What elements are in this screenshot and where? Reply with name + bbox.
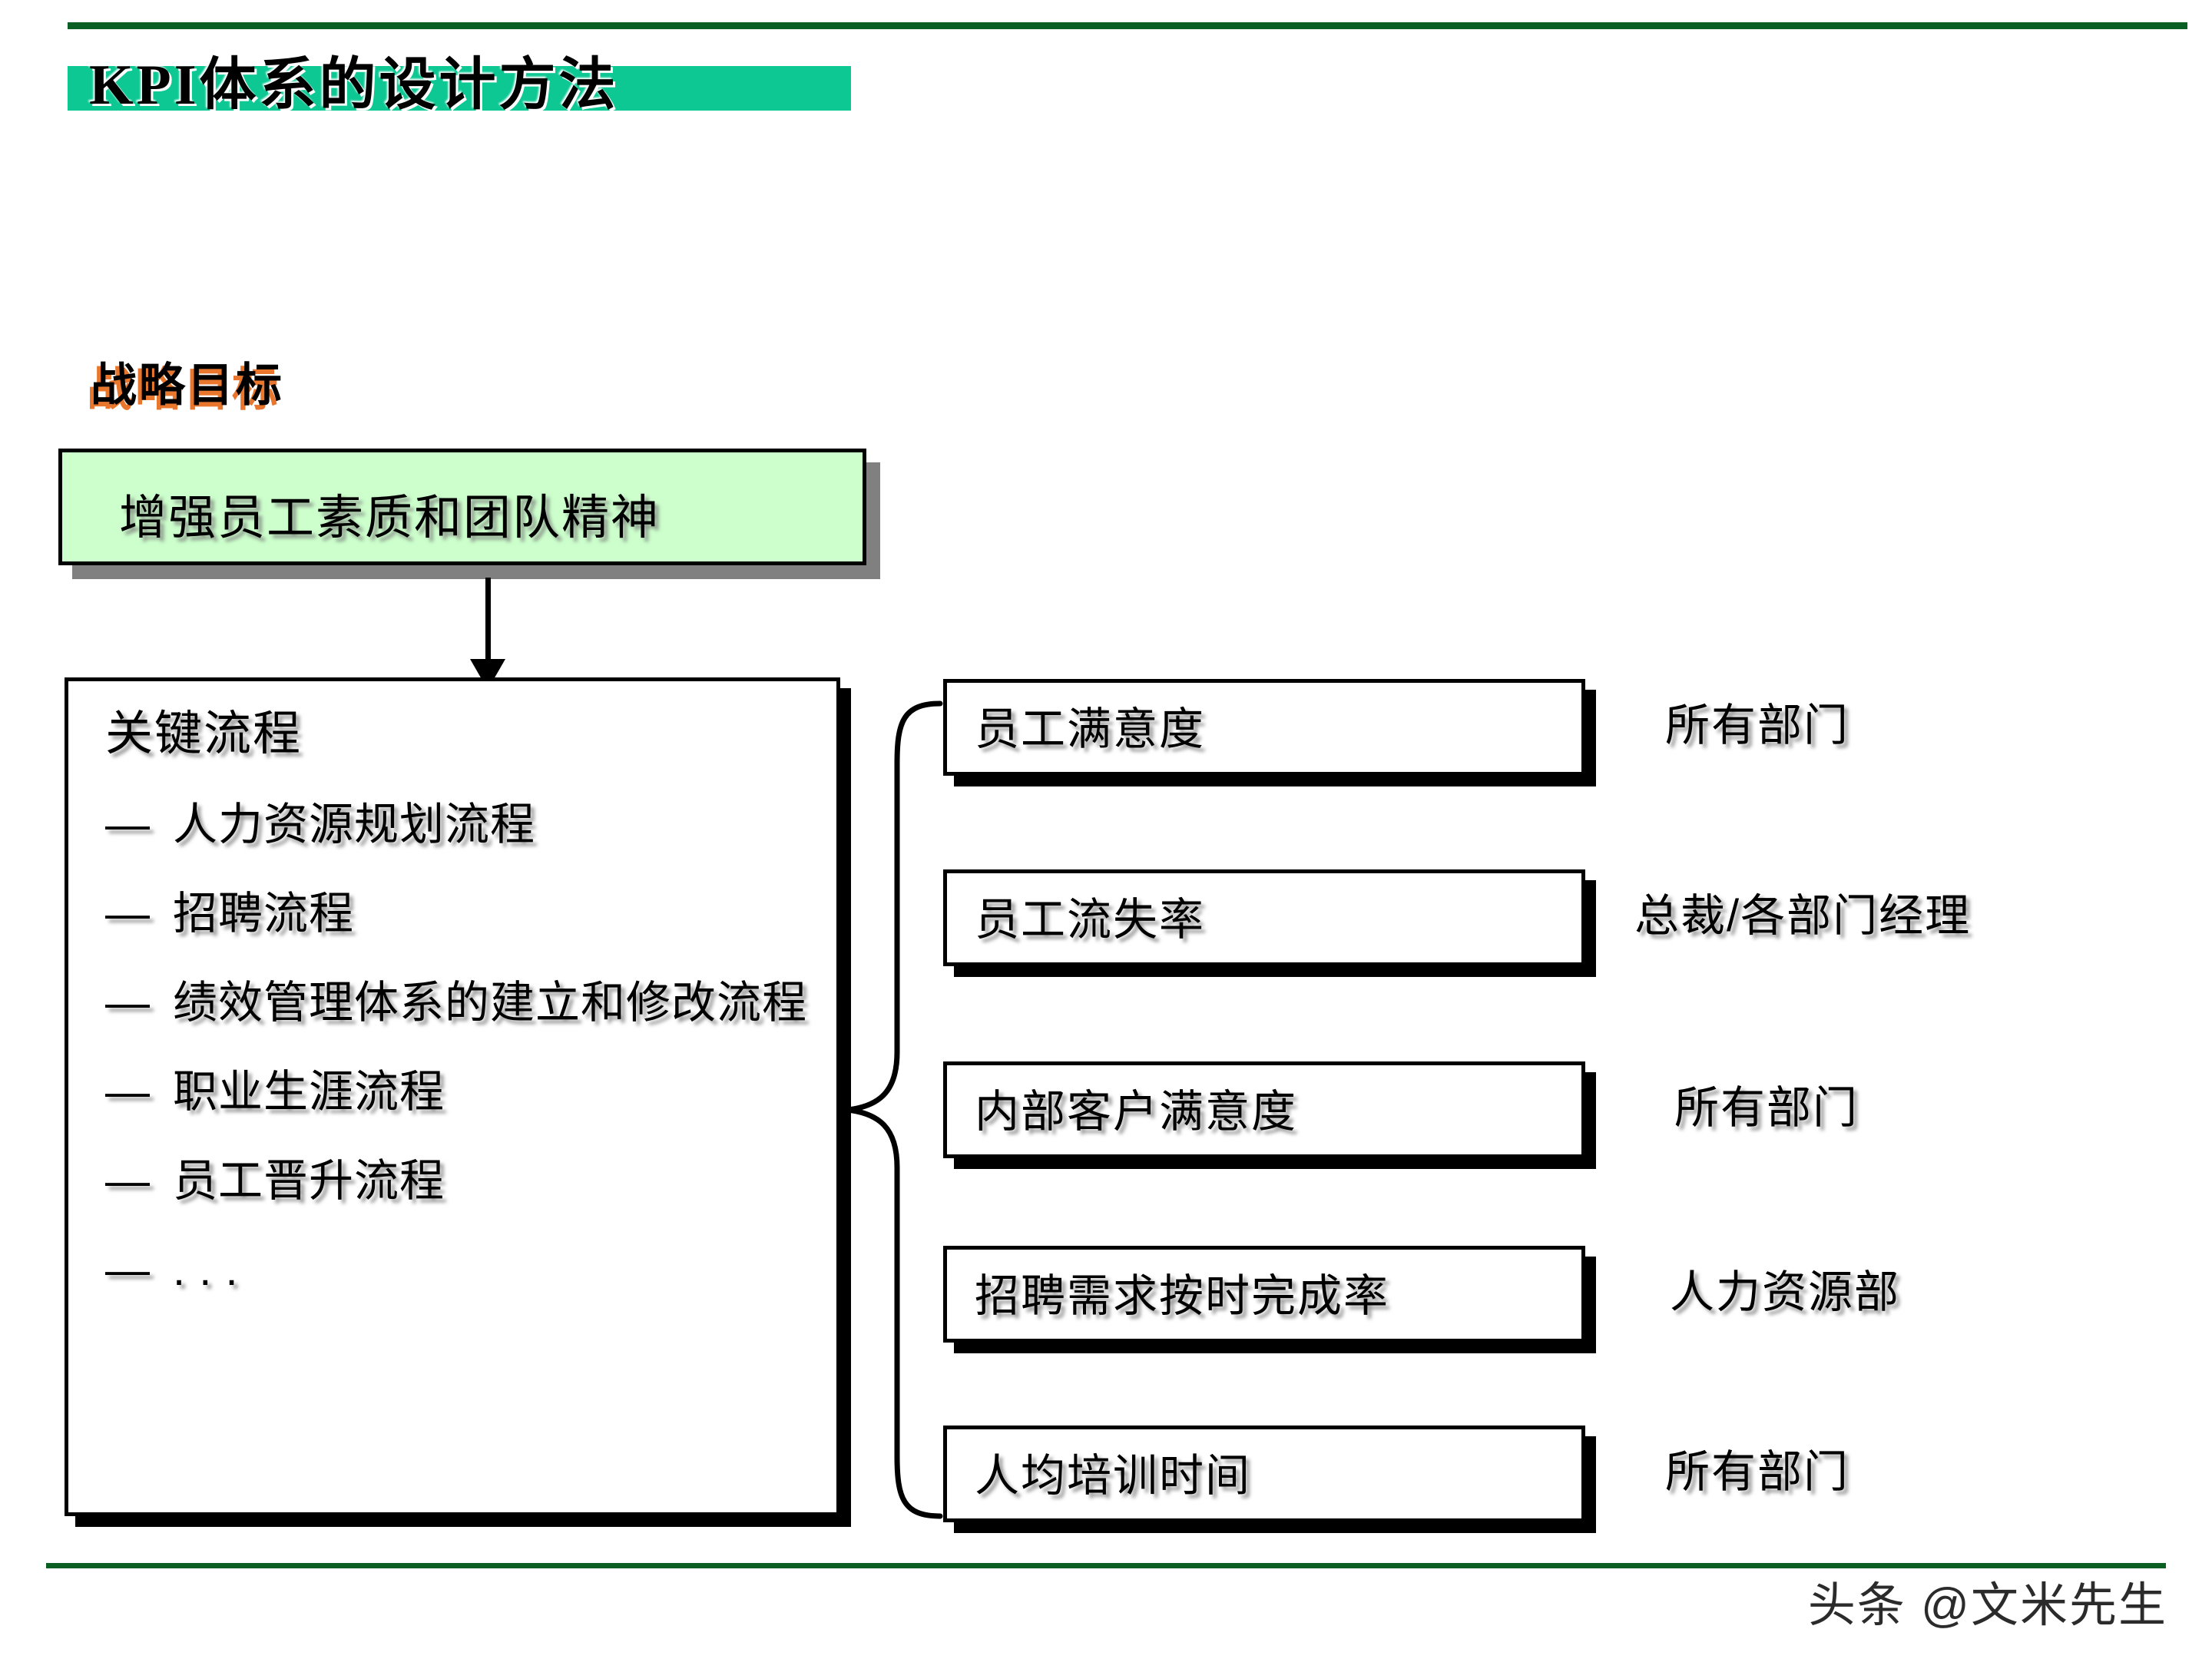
list-item: . . . (105, 1240, 827, 1300)
key-process-title: 关键流程 (105, 707, 303, 760)
list-item: 员工晋升流程 (105, 1151, 827, 1211)
kpi-owner-label: 所有部门 (1665, 700, 1850, 750)
list-item: 职业生涯流程 (105, 1062, 827, 1122)
list-item: 人力资源规划流程 (105, 795, 827, 855)
title-highlight-bar (68, 66, 851, 111)
strategy-section-caption: 战略目标 (91, 359, 284, 411)
kpi-indicator-box: 人均培训时间 (943, 1426, 1585, 1522)
strategy-goal-label: 增强员工素质和团队精神 (119, 492, 661, 545)
list-item: 绩效管理体系的建立和修改流程 (105, 973, 827, 1033)
kpi-indicator-box: 员工满意度 (943, 679, 1585, 776)
kpi-owner-label: 总裁/各部门经理 (1634, 891, 1972, 941)
curly-brace-connector-icon (843, 699, 943, 1521)
kpi-indicator-label: 人均培训时间 (975, 1451, 1252, 1501)
kpi-indicator-label: 招聘需求按时完成率 (975, 1271, 1390, 1321)
kpi-owner-label: 所有部门 (1674, 1083, 1859, 1133)
key-process-box: 关键流程 人力资源规划流程 招聘流程 绩效管理体系的建立和修改流程 职业生涯流程… (65, 677, 840, 1516)
title-text: KPI体系的设计方法 (89, 54, 619, 117)
top-divider-rule (68, 22, 2187, 29)
bottom-divider-rule (46, 1563, 2166, 1568)
strategy-goal-box: 增强员工素质和团队精神 (58, 449, 866, 565)
list-item: 招聘流程 (105, 884, 827, 944)
key-process-list: 人力资源规划流程 招聘流程 绩效管理体系的建立和修改流程 职业生涯流程 员工晋升… (105, 795, 827, 1330)
kpi-indicator-label: 员工满意度 (975, 704, 1206, 754)
down-arrow-shaft-icon (485, 578, 491, 670)
watermark-text: 头条 @文米先生 (1807, 1579, 2167, 1632)
kpi-indicator-label: 员工流失率 (975, 895, 1206, 945)
kpi-owner-label: 所有部门 (1665, 1447, 1850, 1497)
kpi-indicator-box: 内部客户满意度 (943, 1061, 1585, 1158)
kpi-indicator-box: 员工流失率 (943, 869, 1585, 966)
kpi-owner-label: 人力资源部 (1670, 1267, 1901, 1317)
kpi-indicator-box: 招聘需求按时完成率 (943, 1246, 1585, 1343)
kpi-indicator-label: 内部客户满意度 (975, 1087, 1298, 1137)
